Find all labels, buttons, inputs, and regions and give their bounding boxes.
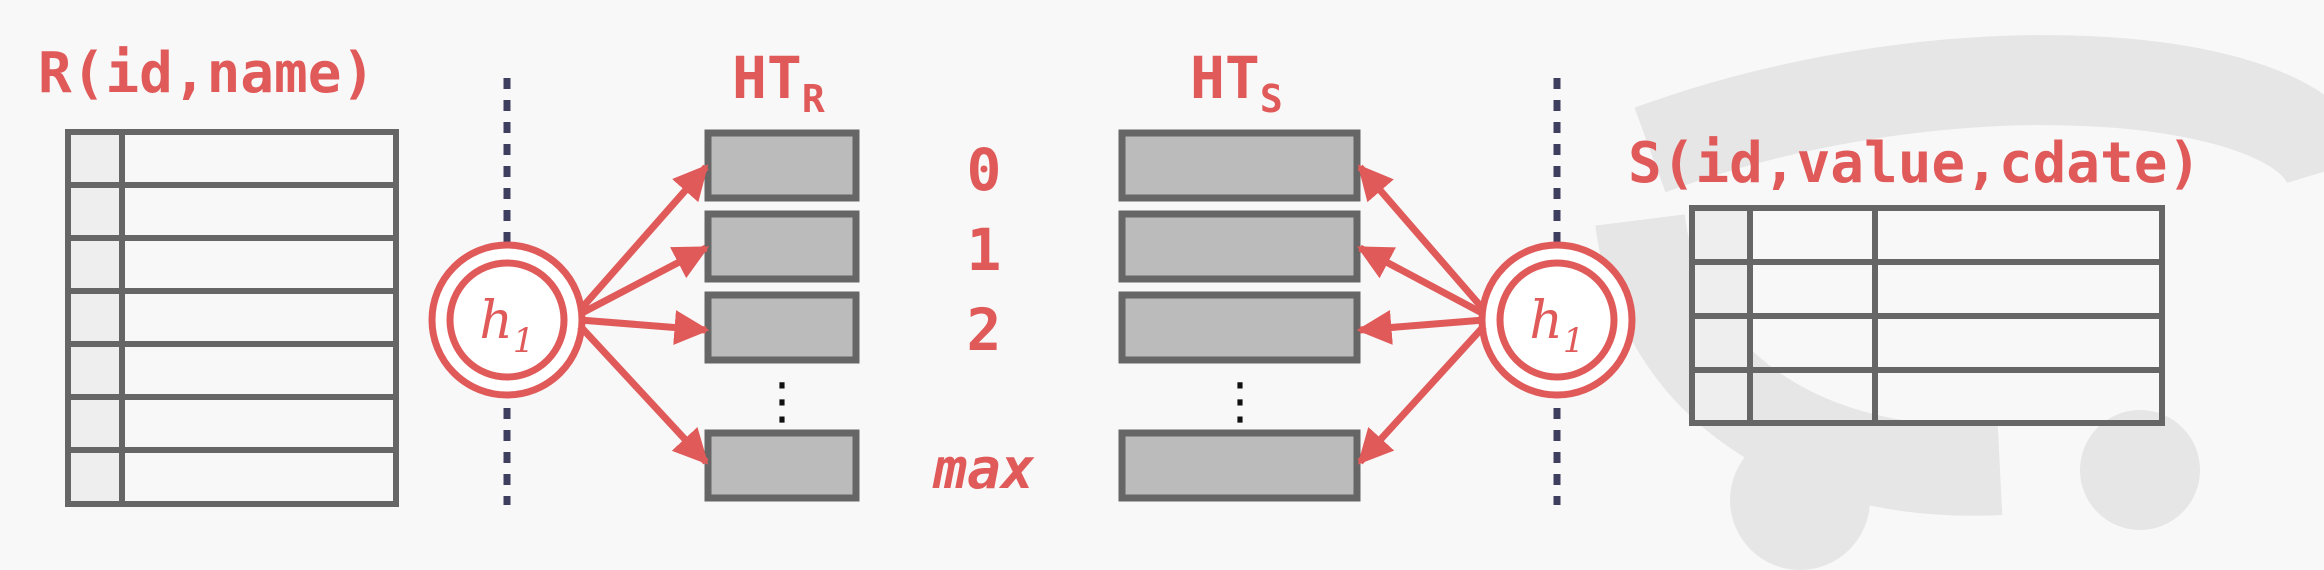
bucket-label-2: 2 [967, 296, 1002, 364]
hash-function-left-subscript: 1 [513, 321, 535, 361]
bucket-label-1: 1 [967, 216, 1002, 284]
hash-table-r [704, 129, 860, 502]
relation-s-label: S(id,value,cdate) [1628, 131, 2201, 196]
hash-arrows-left [577, 164, 710, 465]
hash-table-s [1118, 129, 1361, 502]
arrow [579, 310, 710, 345]
hash-table-r-bucket [704, 429, 860, 502]
hash-function-right-subscript: 1 [1563, 321, 1585, 361]
svg-text:HTR: HTR [732, 44, 825, 121]
hash-function-right-label: h [1529, 291, 1563, 351]
relation-s-table [1689, 205, 2165, 426]
hash-table-s-bucket [1118, 210, 1361, 283]
hash-table-s-ellipsis: ⋮ [1215, 372, 1265, 430]
hash-table-s-bucket [1118, 129, 1361, 202]
relation-r-first-column [68, 132, 122, 504]
hash-function-left-label: h [479, 291, 513, 351]
hash-table-r-bucket [704, 129, 860, 202]
arrow [577, 164, 709, 313]
hash-function-left: h1 [428, 241, 586, 399]
hash-table-r-label: HT [732, 44, 802, 112]
hash-table-r-ellipsis: ⋮ [757, 372, 807, 430]
arrow [1357, 323, 1487, 465]
arrow [577, 323, 709, 465]
hash-table-r-bucket [704, 291, 860, 364]
svg-text:h1: h1 [1529, 291, 1584, 361]
bucket-labels: 0 1 2 max [932, 136, 1034, 502]
arrow [578, 244, 710, 318]
arrow [1356, 244, 1486, 318]
watermark-logo [1595, 35, 2324, 570]
bucket-label-max: max [932, 437, 1034, 502]
bucket-label-0: 0 [967, 136, 1002, 204]
svg-text:h1: h1 [479, 291, 534, 361]
svg-text:HTS: HTS [1190, 44, 1283, 121]
hash-table-s-bucket [1118, 429, 1361, 502]
hash-function-right: h1 [1478, 241, 1636, 399]
relation-r-label: R(id,name) [38, 41, 375, 106]
hash-table-r-bucket [704, 210, 860, 283]
hash-arrows-right [1356, 164, 1487, 465]
arrow [1357, 164, 1487, 313]
hash-table-s-subscript: S [1260, 77, 1283, 121]
hash-table-r-subscript: R [802, 77, 825, 121]
relation-r-table [65, 129, 399, 507]
hash-table-s-bucket [1118, 291, 1361, 364]
arrow [1356, 310, 1485, 345]
hash-table-s-label: HT [1190, 44, 1260, 112]
